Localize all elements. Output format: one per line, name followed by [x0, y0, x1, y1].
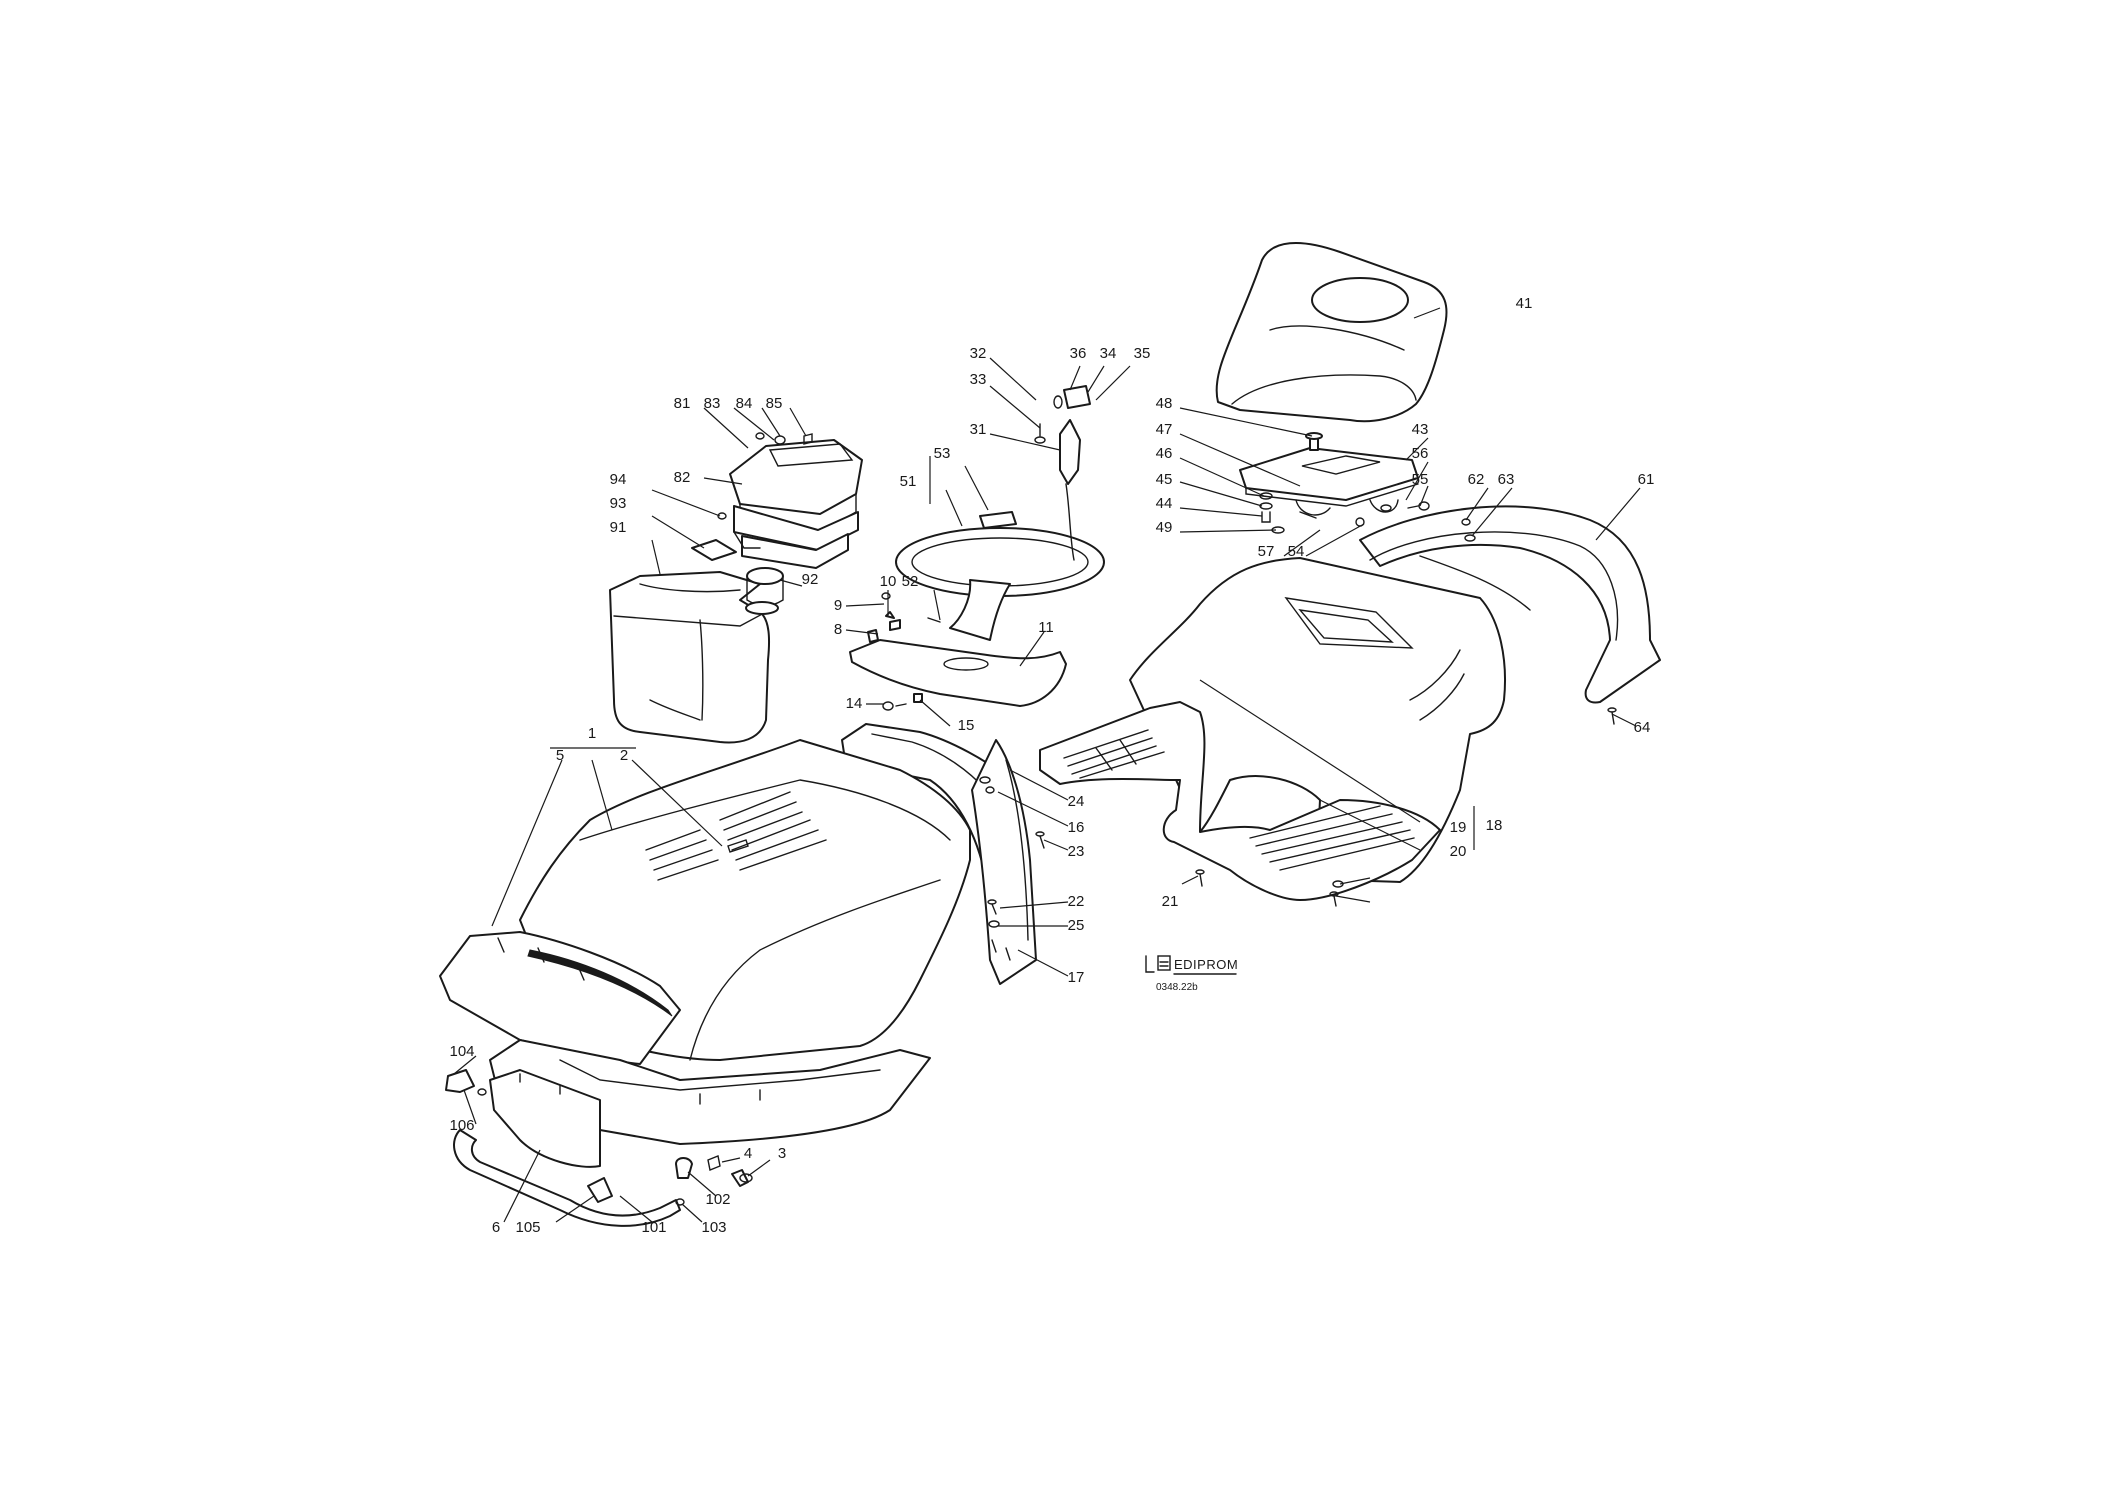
leader-lines	[453, 307, 1641, 1223]
callout-label: 91	[610, 519, 627, 536]
battery-box	[691, 439, 863, 569]
side-panel-strip	[971, 739, 1037, 985]
callout-label: 48	[1156, 395, 1173, 412]
rear-body-shell	[1129, 557, 1506, 883]
callout-label: 15	[958, 717, 975, 734]
callout-label: 105	[515, 1219, 540, 1236]
callout-label: 31	[970, 421, 987, 438]
callout-label: 11	[1038, 619, 1054, 636]
callout-label: 49	[1156, 519, 1173, 536]
callout-label: 14	[846, 695, 863, 712]
callout-label: 101	[641, 1219, 666, 1236]
callout-label: 43	[1412, 421, 1429, 438]
callout-label: 34	[1100, 345, 1117, 362]
seat	[1215, 242, 1448, 423]
callout-label: 21	[1162, 893, 1179, 910]
callout-label: 102	[705, 1191, 730, 1208]
callout-label: 24	[1068, 793, 1085, 810]
callout-labels: 1234568910111415161718192021222324253132…	[449, 295, 1654, 1236]
callout-label: 85	[766, 395, 783, 412]
callout-label: 2	[620, 747, 628, 764]
dash-panel	[849, 611, 1067, 711]
callout-label: 103	[701, 1219, 726, 1236]
callout-label: 5	[556, 747, 564, 764]
callout-label: 32	[970, 345, 987, 362]
callout-label: 36	[1070, 345, 1087, 362]
callout-label: 23	[1068, 843, 1085, 860]
callout-label: 6	[492, 1219, 500, 1236]
callout-label: 81	[674, 395, 691, 412]
callout-label: 57	[1258, 543, 1275, 560]
callout-label: 35	[1134, 345, 1151, 362]
throttle-lever	[1034, 385, 1091, 561]
callout-label: 19	[1450, 819, 1467, 836]
callout-label: 3	[778, 1145, 786, 1162]
callout-label: 62	[1468, 471, 1485, 488]
callout-label: 9	[834, 597, 842, 614]
callout-label: 92	[802, 571, 819, 588]
callout-label: 52	[902, 573, 919, 590]
callout-label: 17	[1068, 969, 1085, 986]
callout-label: 82	[674, 469, 691, 486]
front-skirt	[489, 1039, 931, 1168]
front-hardware	[445, 1069, 753, 1206]
rear-fender	[1359, 505, 1661, 704]
callout-label: 54	[1288, 543, 1305, 560]
drawing-code: 0348.22b	[1156, 982, 1198, 993]
seat-bracket	[1239, 447, 1419, 527]
callout-label: 25	[1068, 917, 1085, 934]
callout-label: 106	[449, 1117, 474, 1134]
callout-label: 4	[744, 1145, 752, 1162]
callout-label: 83	[704, 395, 721, 412]
callout-label: 45	[1156, 471, 1173, 488]
footrest-panel	[1039, 701, 1441, 901]
callout-label: 44	[1156, 495, 1173, 512]
callout-label: 53	[934, 445, 951, 462]
callout-label: 18	[1486, 817, 1503, 834]
callout-label: 41	[1516, 295, 1533, 312]
callout-label: 10	[880, 573, 897, 590]
callout-label: 84	[736, 395, 753, 412]
callout-label: 16	[1068, 819, 1085, 836]
callout-label: 46	[1156, 445, 1173, 462]
callout-label: 22	[1068, 893, 1085, 910]
steering-wheel	[895, 511, 1105, 641]
callout-label: 47	[1156, 421, 1173, 438]
callout-label: 93	[610, 495, 627, 512]
callout-label: 51	[900, 473, 917, 490]
callout-label: 33	[970, 371, 987, 388]
misc-fasteners	[717, 432, 1617, 928]
callout-label: 1	[588, 725, 596, 742]
callout-label: 8	[834, 621, 842, 638]
ediprom-logo: EDIPROM 0348.22b	[1145, 955, 1238, 993]
callout-label: 63	[1498, 471, 1515, 488]
parts-drawing	[439, 242, 1661, 1227]
callout-label: 56	[1412, 445, 1429, 462]
callout-label: 94	[610, 471, 627, 488]
brand-name: EDIPROM	[1174, 957, 1238, 972]
fuel-tank	[609, 567, 784, 744]
callout-label: 64	[1634, 719, 1651, 736]
callout-label: 104	[449, 1043, 474, 1060]
callout-label: 55	[1412, 471, 1429, 488]
callout-label: 61	[1638, 471, 1655, 488]
ediprom-emblem-icon	[1145, 955, 1171, 973]
callout-label: 20	[1450, 843, 1467, 860]
